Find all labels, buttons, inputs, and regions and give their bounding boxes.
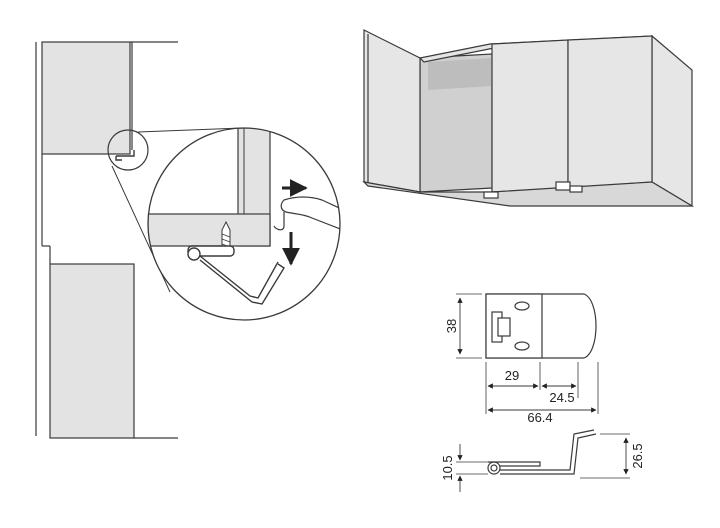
clip-side-view — [456, 429, 630, 492]
right-door — [651, 34, 693, 208]
dimension-overall-length: 66.4 — [527, 410, 552, 425]
cabinet-bottom — [362, 181, 695, 207]
cabinet-perspective — [362, 29, 695, 208]
dimension-plate-height: 38 — [444, 319, 459, 333]
dimension-offset-right: 24.5 — [549, 390, 574, 405]
lower-cabinet-panel — [49, 263, 135, 439]
left-door — [363, 29, 421, 193]
detail-callout-large — [147, 127, 341, 321]
dimension-offset-left: 29 — [505, 368, 519, 383]
detail-bottom-panel — [148, 213, 271, 247]
detail-callout-small — [107, 129, 149, 171]
front-door-left — [491, 39, 569, 193]
dimension-total-height: 26.5 — [630, 443, 645, 468]
finger-icon — [280, 196, 340, 233]
cabinet-side-section — [35, 41, 243, 439]
clip-marker-2 — [555, 181, 571, 191]
clip-top-view — [456, 293, 599, 414]
front-door-right — [567, 35, 653, 189]
clip-marker-1 — [483, 191, 499, 199]
clip-marker-3 — [569, 185, 583, 193]
dimension-rise-height: 10.5 — [440, 455, 455, 480]
upper-cabinet-panel — [41, 41, 131, 155]
spring-clip-detail — [187, 245, 285, 305]
